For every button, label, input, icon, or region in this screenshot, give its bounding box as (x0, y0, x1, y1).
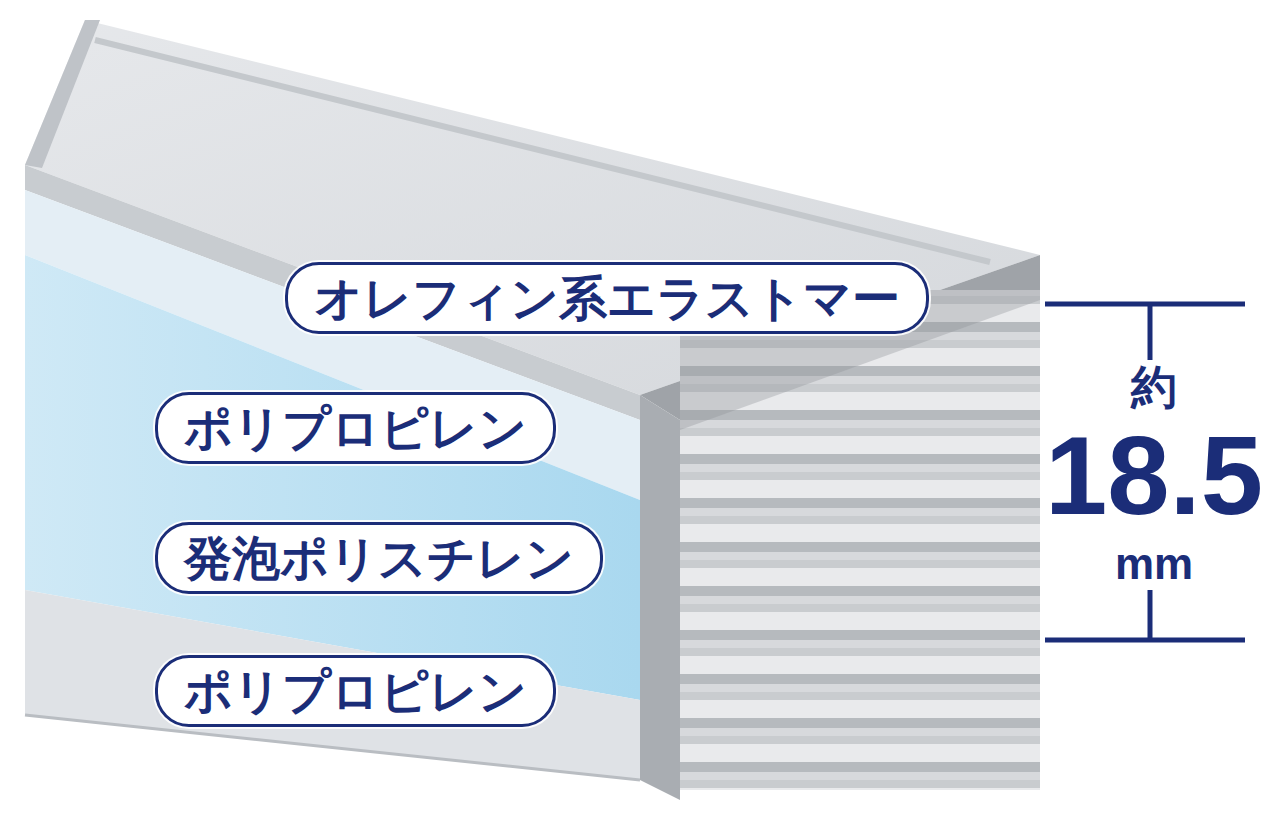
dimension-prefix: 約 (1127, 362, 1181, 412)
material-name: ポリプロピレン (184, 399, 527, 457)
material-label: ポリプロピレン (155, 392, 556, 464)
material-label: 発泡ポリスチレン (155, 522, 603, 594)
skin-line (95, 40, 990, 262)
material-name: 発泡ポリスチレン (184, 529, 574, 587)
material-label: オレフィン系エラストマー (285, 262, 929, 334)
material-name: オレフィン系エラストマー (314, 269, 900, 327)
dimension-unit: mm (1111, 540, 1197, 588)
dimension-line (1148, 304, 1153, 360)
trim-ribs (680, 290, 1040, 790)
dimension-value: 18.5 (1041, 418, 1267, 534)
dimension-tick (1045, 638, 1245, 643)
material-name: ポリプロピレン (184, 662, 527, 720)
dimension-tick (1045, 302, 1245, 307)
dimension-line (1148, 590, 1153, 640)
top-skin-edge (25, 20, 100, 168)
material-label: ポリプロピレン (155, 655, 556, 727)
pp-bottom-layer (25, 590, 640, 780)
trim-lip (640, 395, 680, 800)
